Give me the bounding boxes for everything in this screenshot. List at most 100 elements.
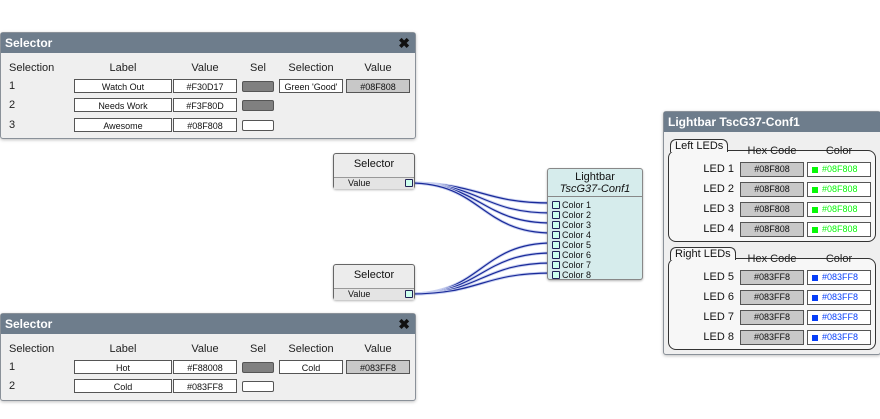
led-hex-code: #083FF8 [740,270,804,285]
port-label: Value [348,178,371,188]
sel-swatch[interactable] [242,120,274,131]
input-port[interactable] [552,231,560,239]
port-label: Color 5 [562,240,592,250]
led-color-text: #083FF8 [822,332,859,342]
input-port[interactable] [552,201,560,209]
led-color-field[interactable]: #083FF8 [807,310,871,325]
connection-wire [409,182,553,204]
value-input[interactable]: #F88008 [173,360,237,374]
value-input[interactable]: #F3F80D [173,98,237,112]
led-label: LED 6 [703,291,734,303]
input-port-row: Color 4 [548,230,642,240]
close-icon[interactable]: ✖ [398,316,410,332]
col-header-sel: Sel [250,62,266,74]
connection-wire [409,272,553,295]
col-header-label: Label [109,343,137,355]
selector-panel-top-titlebar[interactable]: Selector ✖ [1,33,415,53]
input-port-row: Color 5 [548,240,642,250]
label-input[interactable]: Needs Work [74,98,172,112]
node-subtitle: TscG37-Conf1 [548,183,642,197]
led-label: LED 5 [703,271,734,283]
led-color-field[interactable]: #08F808 [807,182,871,197]
connection-wire [409,252,553,295]
connection-wire [409,261,553,296]
led-color-field[interactable]: #08F808 [807,162,871,177]
input-port-row: Color 6 [548,250,642,260]
current-selection: Cold [279,360,343,374]
color-swatch-icon [812,206,818,213]
color-swatch-icon [812,186,818,193]
connection-wire [409,242,553,295]
led-color-field[interactable]: #083FF8 [807,330,871,345]
connection-wire [409,181,553,235]
col-header-value: Value [191,343,219,355]
close-icon[interactable]: ✖ [398,35,410,51]
row-number: 1 [9,361,16,373]
port-label: Value [348,289,371,299]
color-swatch-icon [812,334,818,341]
col-header-selection2: Selection [288,343,334,355]
output-port[interactable] [405,179,413,187]
col-header-selection: Selection [9,62,55,74]
input-port[interactable] [552,261,560,269]
led-color-text: #08F808 [822,164,858,174]
sel-swatch[interactable] [242,100,274,111]
node-title: Lightbar [575,171,615,183]
node-title: Selector [353,158,395,170]
input-port-row: Color 2 [548,210,642,220]
input-port[interactable] [552,241,560,249]
row-number: 1 [9,80,16,92]
led-color-field[interactable]: #083FF8 [807,290,871,305]
led-hex-code: #08F808 [740,202,804,217]
input-port-row: Color 8 [548,270,642,280]
port-label: Color 1 [562,200,592,210]
led-label: LED 2 [703,183,734,195]
led-color-text: #08F808 [822,204,858,214]
input-port-row: Color 1 [548,200,642,210]
connection-wire [409,241,553,296]
col-header-color: Color [825,145,853,157]
sel-swatch[interactable] [242,81,274,92]
graph-node-selector-a[interactable]: Selector Value [333,153,415,189]
sel-swatch[interactable] [242,362,274,373]
graph-node-selector-b[interactable]: Selector Value [333,264,415,300]
port-label: Color 3 [562,220,592,230]
node-title: Selector [353,269,395,281]
selector-panel-bottom: Selector ✖ Selection Label Value Sel Sel… [0,313,416,401]
sel-swatch[interactable] [242,381,274,392]
connection-wire [409,181,553,205]
led-color-field[interactable]: #08F808 [807,222,871,237]
led-color-field[interactable]: #083FF8 [807,270,871,285]
input-port[interactable] [552,251,560,259]
label-input[interactable]: Awesome [74,118,172,132]
led-color-text: #08F808 [822,224,858,234]
led-label: LED 4 [703,223,734,235]
input-port[interactable] [552,211,560,219]
value-input[interactable]: #083FF8 [173,379,237,393]
label-input[interactable]: Watch Out [74,79,172,93]
input-port-row: Color 7 [548,260,642,270]
output-port[interactable] [405,290,413,298]
wire-group [409,181,553,296]
input-port[interactable] [552,221,560,229]
group-label: Right LEDs [670,247,736,260]
led-hex-code: #083FF8 [740,290,804,305]
led-label: LED 1 [703,163,734,175]
current-value: #083FF8 [346,360,410,374]
port-label: Color 4 [562,230,592,240]
led-hex-code: #08F808 [740,182,804,197]
panel-title: Lightbar TscG37-Conf1 [668,115,800,129]
connection-wire [409,181,553,215]
lightbar-panel: Lightbar TscG37-Conf1 Left LEDs Hex Code… [663,111,880,355]
connection-wire [409,271,553,296]
label-input[interactable]: Cold [74,379,172,393]
label-input[interactable]: Hot [74,360,172,374]
selector-panel-bottom-titlebar[interactable]: Selector ✖ [1,314,415,334]
value-input[interactable]: #08F808 [173,118,237,132]
connection-wire [409,182,553,234]
lightbar-panel-titlebar[interactable]: Lightbar TscG37-Conf1 [664,112,880,132]
led-color-field[interactable]: #08F808 [807,202,871,217]
value-input[interactable]: #F30D17 [173,79,237,93]
input-port[interactable] [552,271,560,279]
